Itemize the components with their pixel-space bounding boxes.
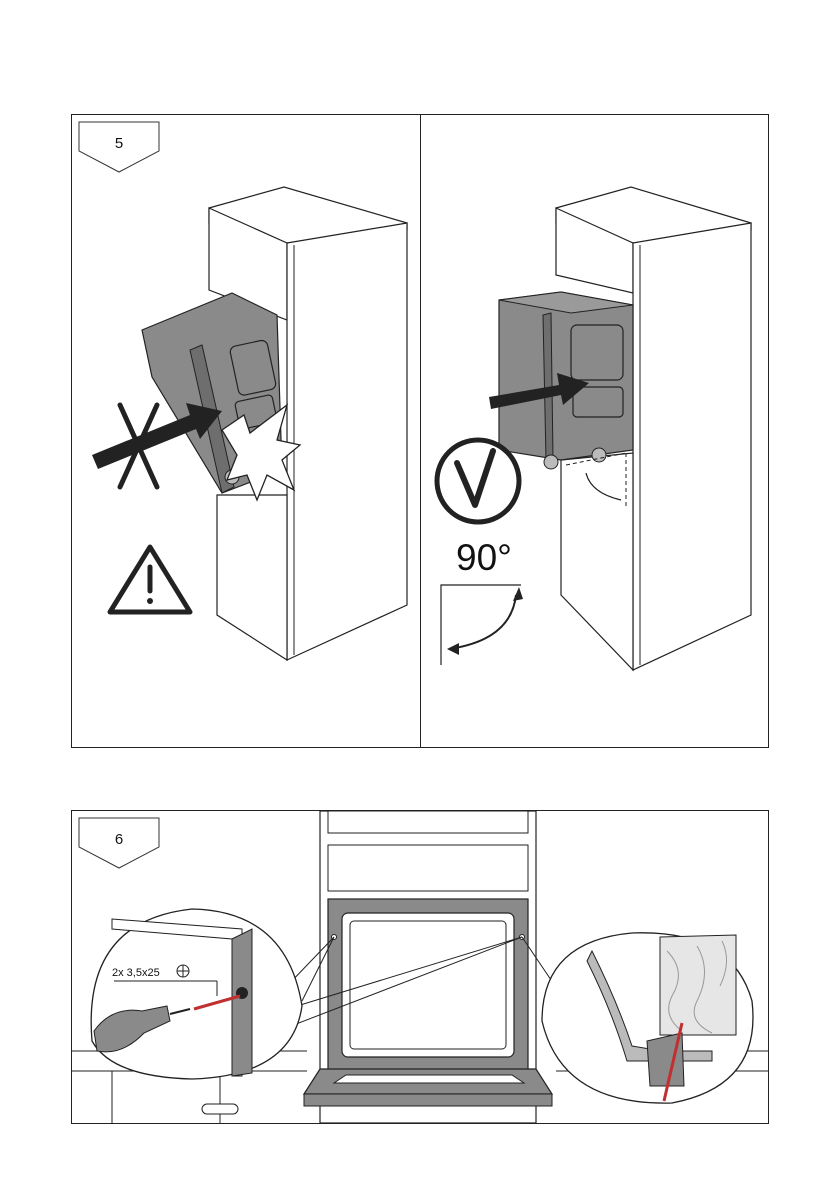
step-6-badge: 6	[78, 817, 160, 869]
screw-size-label: 2x 3,5x25	[112, 967, 160, 979]
correct-check-icon	[437, 440, 519, 522]
wrong-install-illustration	[72, 115, 420, 747]
step-5-panel: 5	[71, 114, 769, 748]
angle-label: 90°	[456, 537, 512, 579]
step-6-panel: 6 2x 3,5x25	[71, 810, 769, 1124]
right-zoom-detail	[542, 933, 753, 1103]
left-zoom-detail	[91, 909, 302, 1079]
step-6-number: 6	[78, 831, 160, 848]
screw-fixing-illustration	[72, 811, 768, 1123]
correct-install-illustration	[421, 115, 769, 747]
warning-icon	[110, 547, 190, 612]
right-angle-icon	[441, 585, 523, 665]
